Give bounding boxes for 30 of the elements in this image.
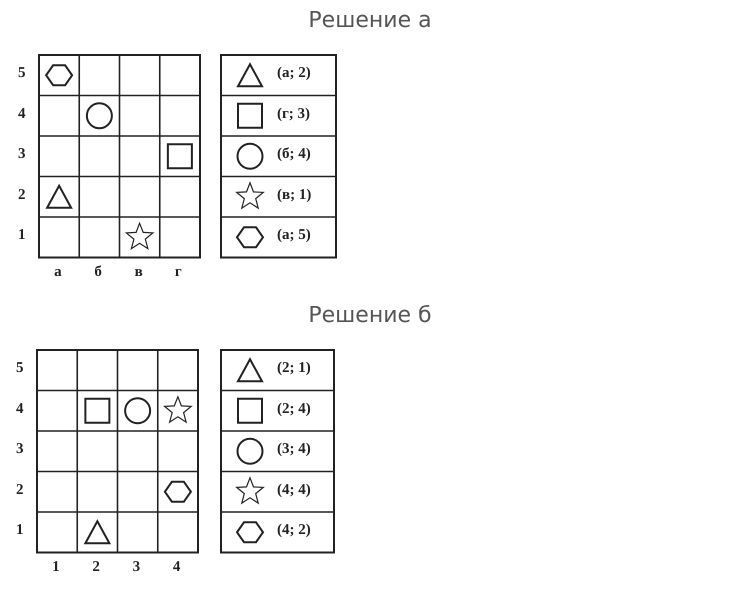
coordinate-text: (б; 4) [277, 146, 311, 164]
column-label: б [94, 264, 102, 280]
row-label: 1 [16, 522, 24, 540]
row-label: 3 [18, 146, 26, 164]
column-label: а [54, 264, 62, 280]
row-label: 3 [16, 441, 24, 458]
coordinate-text: (г; 3) [277, 106, 310, 123]
coordinate-text: (а; 2) [277, 65, 311, 82]
column-label: 3 [132, 558, 140, 576]
column-label: 1 [52, 558, 60, 576]
coordinate-text: (4; 2) [277, 522, 311, 540]
column-label: г [174, 264, 182, 280]
row-label: 5 [18, 65, 26, 82]
row-label: 5 [16, 360, 24, 378]
panel-heading: Решение б [308, 303, 432, 328]
coordinate-text: (а; 5) [277, 227, 311, 244]
panel-heading: Решение а [308, 8, 432, 33]
row-label: 4 [16, 400, 24, 418]
row-label: 1 [18, 227, 26, 244]
row-label: 4 [18, 106, 26, 123]
column-label: 2 [92, 558, 100, 576]
coordinate-text: (в; 1) [277, 186, 312, 204]
row-label: 2 [16, 482, 24, 499]
row-label: 2 [18, 186, 26, 204]
column-label: в [134, 264, 143, 280]
coordinate-text: (3; 4) [277, 441, 311, 458]
column-label: 4 [172, 558, 180, 576]
coordinate-text: (2; 1) [277, 360, 311, 378]
coordinate-text: (4; 4) [277, 482, 311, 499]
coordinate-text: (2; 4) [277, 400, 311, 418]
